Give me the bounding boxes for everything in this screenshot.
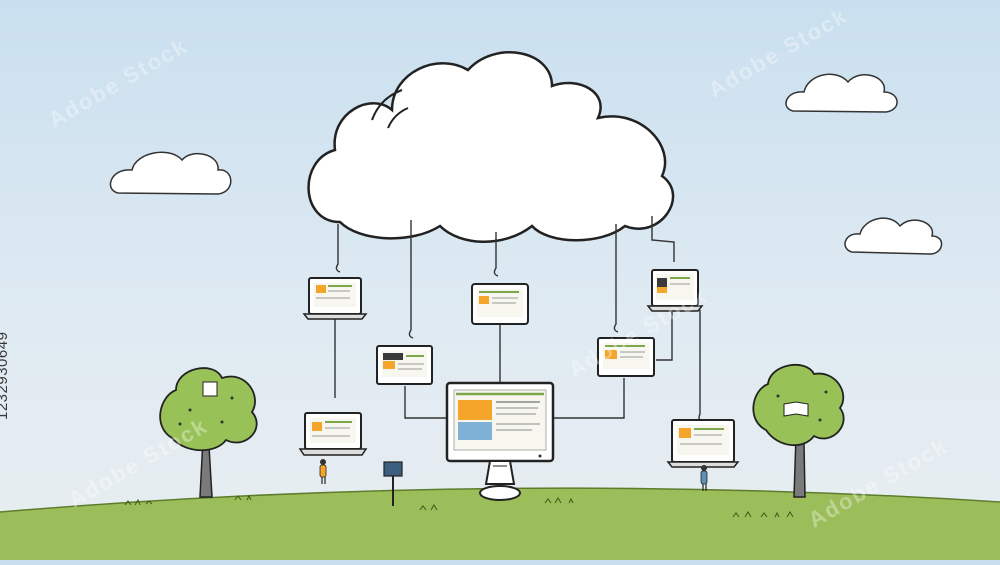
laptop-device bbox=[597, 337, 655, 377]
tablet-device bbox=[471, 283, 529, 325]
small-cloud-right bbox=[844, 217, 943, 255]
image-id-label: 1232930649 bbox=[0, 331, 11, 420]
laptop-device bbox=[666, 419, 740, 468]
laptop-device bbox=[302, 277, 368, 320]
cloud-cables bbox=[334, 216, 704, 423]
grass-tufts bbox=[124, 494, 794, 518]
grass-ground bbox=[0, 488, 1000, 560]
laptop-device bbox=[298, 412, 368, 456]
desktop-monitor bbox=[445, 381, 555, 501]
small-cloud-top-right bbox=[785, 73, 898, 113]
tree-right bbox=[752, 364, 845, 498]
kiosk-sign bbox=[383, 461, 403, 506]
main-cloud bbox=[307, 51, 675, 243]
laptop-device bbox=[376, 345, 433, 385]
laptop-device bbox=[646, 269, 704, 312]
person-orange bbox=[319, 459, 327, 484]
small-cloud-left bbox=[109, 151, 232, 195]
person-blue bbox=[700, 465, 708, 491]
tree-left bbox=[159, 367, 258, 498]
